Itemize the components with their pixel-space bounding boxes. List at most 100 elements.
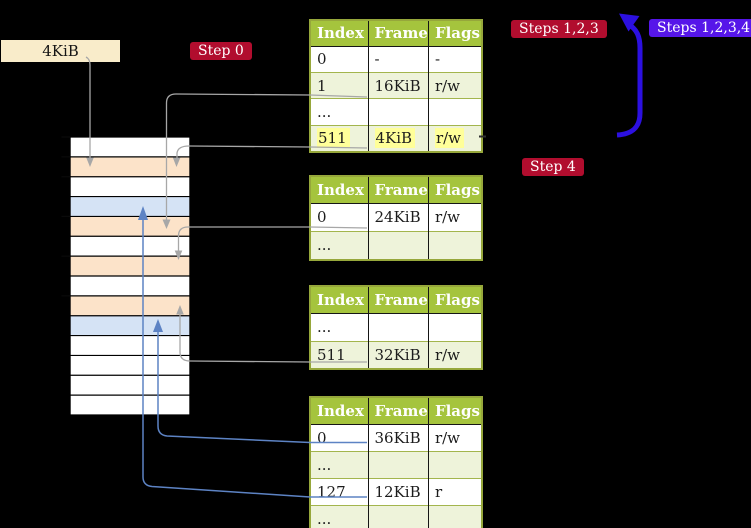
table-cell: r (427, 478, 483, 506)
memory-row (70, 395, 190, 415)
table-row: ... (310, 450, 483, 479)
memory-row (70, 355, 190, 376)
table-cell: ... (310, 230, 368, 260)
table-cell: 36KiB (367, 424, 429, 452)
step0-label: Step 0 (190, 42, 252, 60)
loop-arrow (616, 22, 643, 138)
column-header: Flags (427, 176, 483, 204)
table-cell: - (367, 46, 429, 73)
table-row: ... (310, 98, 483, 126)
connector-arrowhead (172, 157, 181, 167)
table-cell: - (427, 46, 483, 73)
connector-arrowhead (162, 219, 171, 229)
table-cell (427, 98, 483, 126)
table-cell: 24KiB (367, 203, 429, 232)
page-size-label: 4KiB (1, 40, 120, 62)
table-cell: ... (310, 505, 368, 528)
table-row: ... (310, 230, 483, 260)
table-cell (367, 98, 429, 126)
column-header: Index (310, 286, 368, 314)
table-cell (367, 450, 429, 479)
connector-arrowhead (153, 319, 163, 332)
steps1234-label: Steps 1,2,3,4 (649, 19, 751, 37)
table-cell (427, 313, 483, 341)
memory-row (70, 295, 190, 316)
highlighted-value: 511 (317, 128, 350, 149)
memory-row (70, 335, 190, 356)
table-cell (367, 313, 429, 341)
table-cell (427, 505, 483, 528)
column-header: Frame (367, 20, 429, 47)
memory-row (70, 196, 190, 217)
table-cell (427, 450, 483, 479)
table-cell: ... (310, 450, 368, 479)
table-cell: 127 (310, 478, 368, 506)
memory-row (70, 216, 190, 237)
table-cell: r/w (427, 124, 483, 152)
connector-arrowhead (86, 157, 94, 167)
column-header: Flags (427, 397, 483, 425)
table-cell: 1 (310, 71, 368, 99)
loop-arrowhead (619, 13, 640, 32)
table-cell: ... (310, 98, 368, 126)
column-header: Frame (367, 176, 429, 204)
connector-arrowhead (138, 206, 148, 220)
table-cell (367, 505, 429, 528)
highlighted-value: 4KiB (374, 128, 416, 149)
table-cell: 12KiB (367, 478, 429, 506)
table-cell: 16KiB (367, 71, 429, 99)
connector-arrow (85, 56, 91, 158)
connector-arrowhead (176, 305, 184, 315)
table-cell: r/w (427, 340, 483, 369)
table-row: 511 4KiB r/w (310, 124, 483, 152)
memory-row (70, 276, 190, 296)
step4-label: Step 4 (522, 158, 584, 176)
table-row: 0 -- (310, 46, 483, 73)
table-row: ... (310, 505, 483, 528)
table-cell: 32KiB (367, 340, 429, 369)
table-cell: r/w (427, 71, 483, 99)
table-cell: ... (317, 318, 332, 336)
column-header: Flags (427, 286, 483, 314)
table-cell: 511 (310, 124, 368, 152)
column-header: Flags (427, 20, 483, 47)
table-cell (427, 230, 483, 260)
column-header: Frame (367, 397, 429, 425)
table-cell: r/w (427, 424, 483, 452)
column-header: Index (310, 397, 368, 425)
table-cell: 4KiB (367, 124, 429, 152)
column-header: Index (310, 176, 368, 204)
table-cell: 0 (317, 428, 327, 447)
steps123-label: Steps 1,2,3 (511, 20, 607, 38)
table-cell (367, 230, 429, 260)
column-header: Index (310, 20, 368, 47)
table-row: ... (310, 313, 483, 341)
memory-row (70, 315, 190, 336)
highlighted-value: r/w (434, 128, 465, 149)
table-cell: 0 (317, 50, 327, 69)
memory-row (70, 256, 190, 276)
memory-row (70, 375, 190, 396)
column-header: Frame (367, 286, 429, 314)
table-cell: 0 (317, 208, 327, 227)
table-cell: 511 (310, 340, 368, 369)
table-cell: r/w (427, 203, 483, 232)
memory-row (70, 156, 190, 177)
memory-row (70, 176, 190, 197)
memory-row (70, 236, 190, 257)
connector-arrowhead (174, 250, 183, 260)
